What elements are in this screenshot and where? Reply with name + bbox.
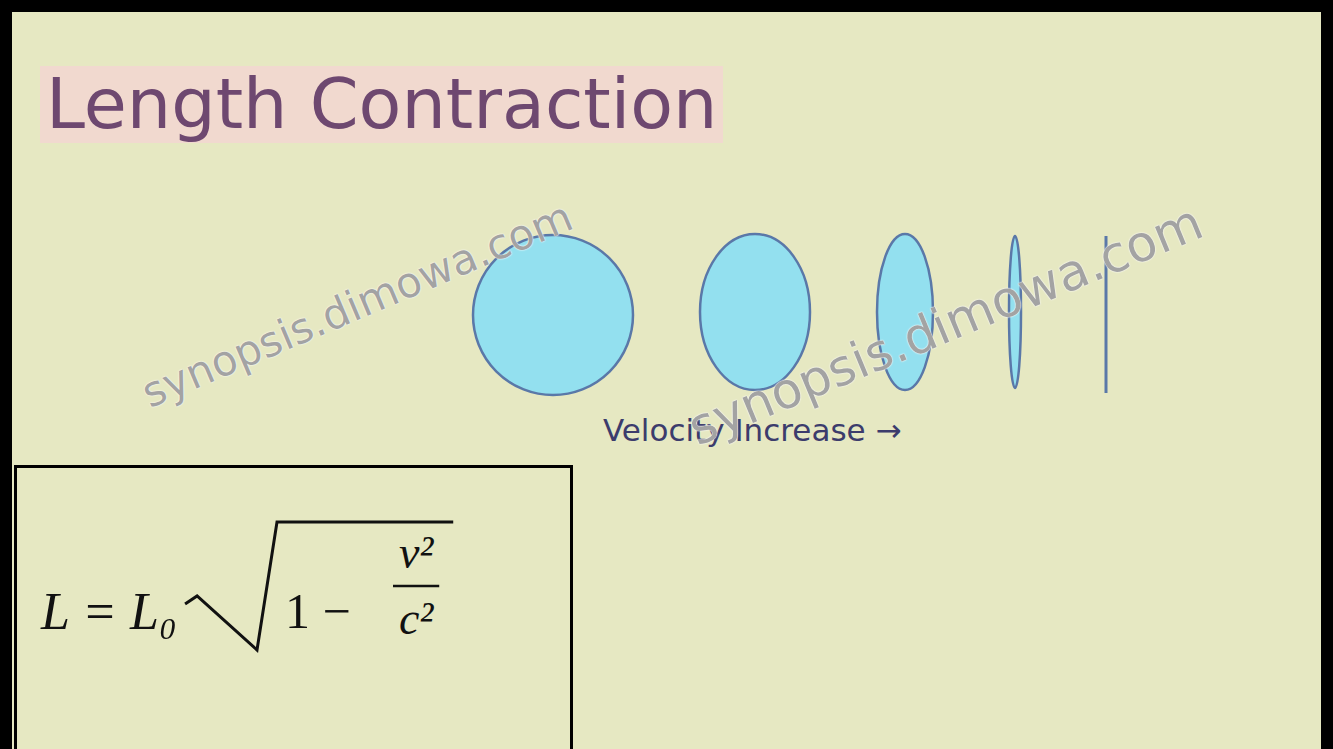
diagram-title: Length Contraction [40, 66, 723, 143]
radical-line [185, 522, 453, 650]
formula-lhs: L = L₀ [41, 586, 177, 638]
formula-term: 1 − [285, 586, 351, 636]
formula-numerator: v² [399, 530, 433, 576]
formula-box: L = L₀ 1 − v² c² [14, 465, 573, 749]
formula-denominator: c² [399, 596, 433, 642]
fraction-bar [393, 585, 439, 588]
